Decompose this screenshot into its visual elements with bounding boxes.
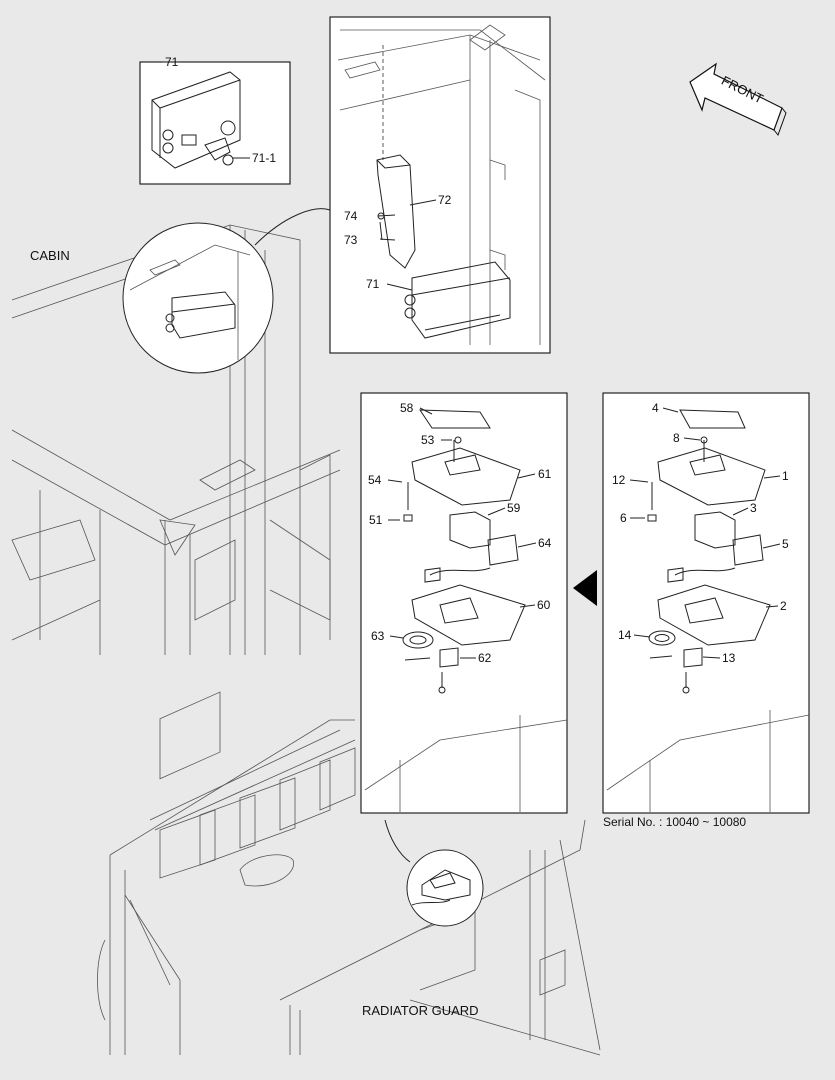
callout-60: 60 (537, 598, 551, 612)
leader-lines (232, 157, 781, 659)
radiator-guard-structure (97, 691, 601, 1056)
callout-72: 72 (438, 193, 452, 207)
lamp-assembly-panel-b (602, 392, 810, 814)
callout-4: 4 (652, 401, 659, 415)
callout-2: 2 (780, 599, 787, 613)
callout-73: 73 (344, 233, 358, 247)
callout-54: 54 (368, 473, 382, 487)
callout-1: 1 (782, 469, 789, 483)
callout-6: 6 (620, 511, 627, 525)
callout-58: 58 (400, 401, 414, 415)
callout-59: 59 (507, 501, 521, 515)
callout-13: 13 (722, 651, 736, 665)
radiator-guard-label: RADIATOR GUARD (362, 1003, 479, 1018)
lamp-assembly-panel-a (360, 392, 568, 814)
callout-71-bracket: 71 (366, 277, 380, 291)
callout-12: 12 (612, 473, 626, 487)
callout-51: 51 (369, 513, 383, 527)
callout-63: 63 (371, 629, 385, 643)
monitor-panel (139, 61, 291, 185)
callout-71: 71 (165, 55, 179, 69)
radiator-detail-circle (384, 819, 484, 927)
callout-74: 74 (344, 209, 358, 223)
serial-number-label: Serial No. : 10040 ~ 10080 (603, 815, 746, 829)
cabin-detail-circle (122, 208, 331, 374)
front-arrow-icon (689, 62, 787, 137)
callout-53: 53 (421, 433, 435, 447)
callout-71-1: 71-1 (252, 151, 276, 165)
callout-64: 64 (538, 536, 552, 550)
pointer-triangle-icon (573, 570, 597, 606)
callout-14: 14 (618, 628, 632, 642)
callout-8: 8 (673, 431, 680, 445)
callout-61: 61 (538, 467, 552, 481)
callout-62: 62 (478, 651, 492, 665)
cabin-label: CABIN (30, 248, 70, 263)
callout-3: 3 (750, 501, 757, 515)
bracket-panel (329, 16, 551, 354)
callout-5: 5 (782, 537, 789, 551)
